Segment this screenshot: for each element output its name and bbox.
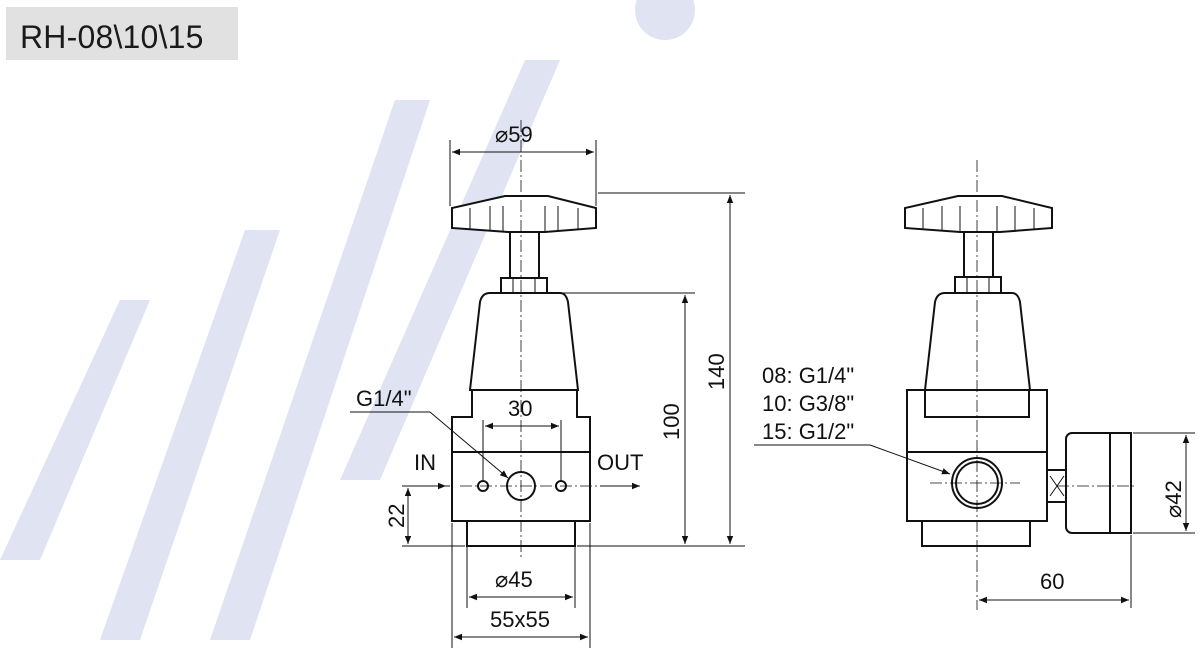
dim-total-height: 140	[704, 353, 729, 390]
outlet-label: OUT	[597, 450, 643, 475]
side-stem	[963, 231, 994, 279]
stem	[509, 231, 540, 281]
side-bonnet	[923, 292, 1032, 391]
dim-gauge-offset: 60	[1040, 569, 1064, 594]
front-view: ⌀59 30 G1/4" IN OUT 22 ⌀45 55x55	[350, 120, 745, 648]
port-option-08: 08: G1/4"	[762, 363, 854, 388]
dim-bottom-diameter: ⌀45	[495, 567, 533, 592]
dim-body-height: 100	[659, 403, 684, 440]
title-box: RH-08\10\15	[6, 7, 238, 60]
lock-nut	[500, 277, 548, 295]
side-handwheel	[904, 195, 1053, 233]
side-view: 08: G1/4" 10: G3/8" 15: G1/2" ⌀42 60	[754, 160, 1195, 610]
port-option-10: 10: G3/8"	[762, 391, 854, 416]
side-bottom-cap	[921, 520, 1031, 547]
dim-port-spacing: 30	[508, 396, 532, 421]
port-label: G1/4"	[356, 386, 412, 411]
bonnet	[468, 292, 580, 391]
dim-port-height: 22	[384, 504, 409, 528]
watermark	[0, 0, 695, 640]
dim-gauge-diameter: ⌀42	[1161, 480, 1186, 518]
inlet-label: IN	[414, 450, 436, 475]
drawing-title: RH-08\10\15	[20, 19, 204, 55]
dim-top-diameter: ⌀59	[495, 122, 533, 147]
port-option-15: 15: G1/2"	[762, 419, 854, 444]
handwheel	[451, 195, 597, 233]
dim-base-size: 55x55	[490, 607, 550, 632]
side-lock-nut	[954, 276, 1002, 294]
